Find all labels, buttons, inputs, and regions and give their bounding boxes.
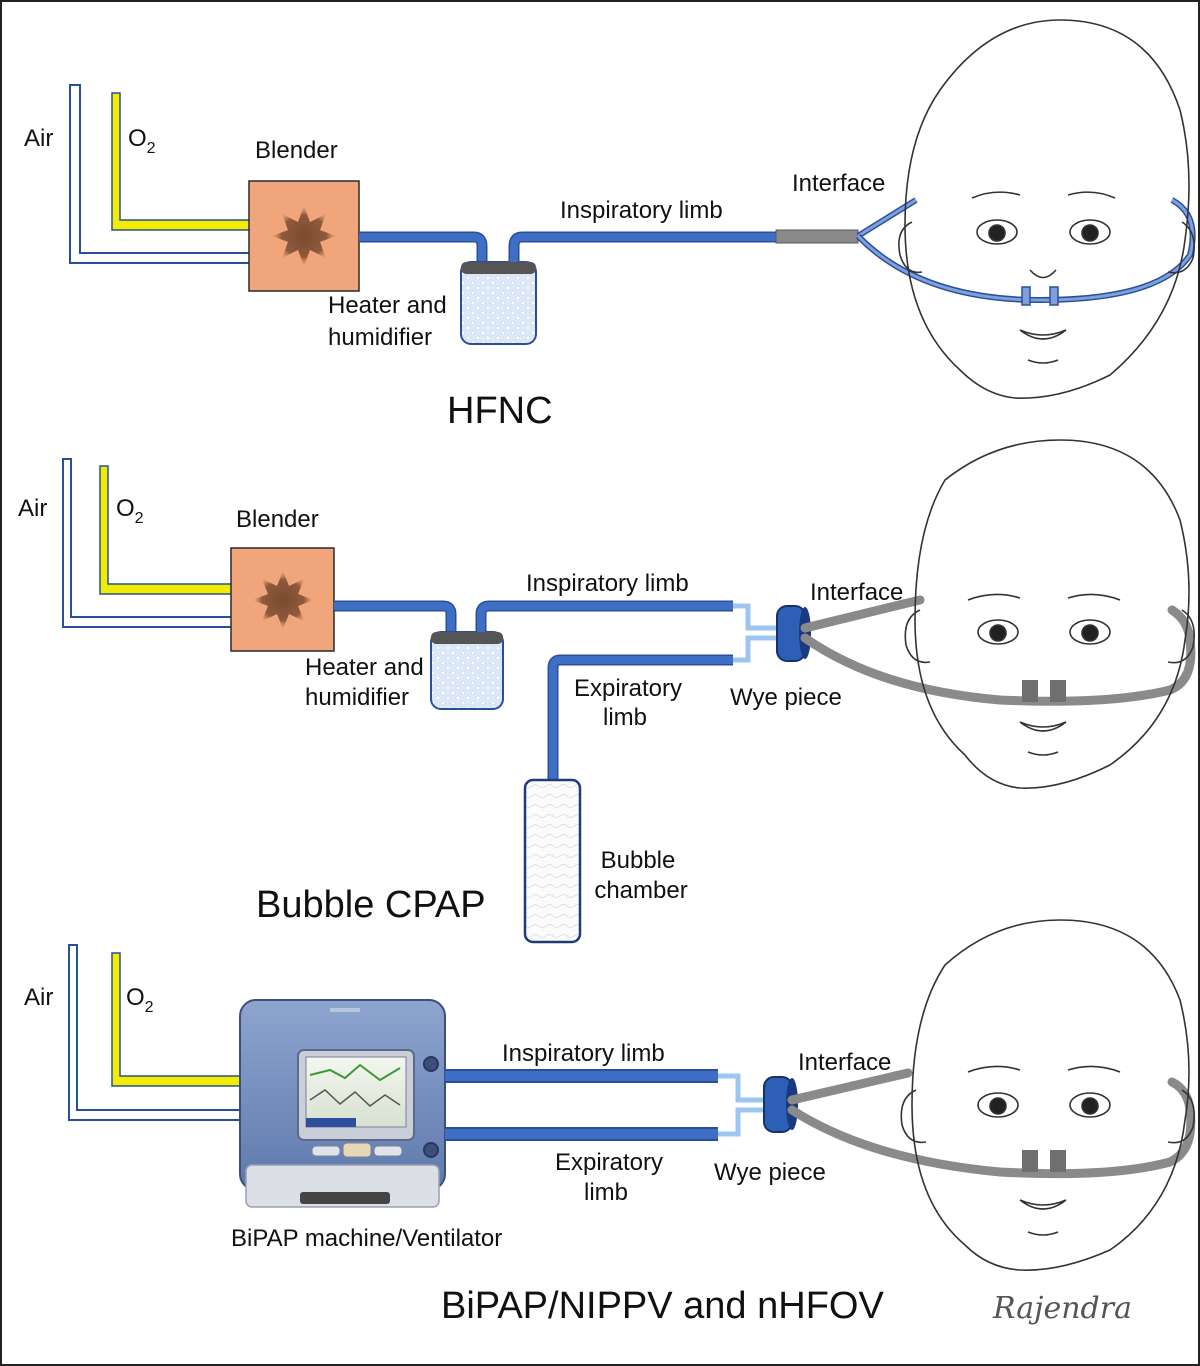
expiratory-limb-label-line1: Expiratory	[555, 1149, 663, 1176]
air-pipe	[69, 84, 251, 264]
interface-tube-upper	[787, 1068, 913, 1105]
nasal-prong-left	[1021, 286, 1031, 306]
blender-label: Blender	[255, 137, 338, 164]
infant-face-1	[898, 19, 1195, 399]
expiratory-limb-label-line2: limb	[584, 1179, 628, 1206]
bipap-machine	[239, 999, 446, 1208]
nasal-prong-left	[1022, 680, 1038, 702]
interface-connector	[775, 229, 859, 244]
blender-box	[248, 180, 360, 292]
wye-connector-cap	[799, 607, 811, 659]
nasal-prong-left	[1022, 1150, 1038, 1172]
infant-face-3	[900, 919, 1195, 1271]
wye-piece-label: Wye piece	[714, 1159, 826, 1186]
bubble-chamber-label-line2: chamber	[594, 877, 687, 904]
inspiratory-limb-label: Inspiratory limb	[526, 570, 689, 597]
section-title-bipap: BiPAP/NIPPV and nHFOV	[441, 1285, 884, 1327]
humidifier-lid	[461, 262, 536, 274]
interface-label: Interface	[810, 579, 903, 606]
expiratory-limb-label-line1: Expiratory	[574, 675, 682, 702]
humidifier-lid	[431, 632, 503, 644]
air-label: Air	[18, 495, 47, 522]
humidifier-label-line1: Heater and	[305, 654, 424, 681]
interface-tube-upper	[800, 595, 925, 633]
o2-label: O2	[128, 125, 156, 157]
nasal-cannula	[856, 198, 1195, 302]
machine-port-top-icon	[423, 1056, 439, 1072]
air-pipe	[68, 944, 248, 1121]
o2-label: O2	[116, 495, 144, 527]
section-bubble-cpap: Air O2 Blender Heater and humidifier Ins…	[18, 439, 1196, 944]
section-bipap: Air O2 BiPAP machine/Ventilator Inspirat…	[24, 919, 1196, 1327]
nasal-prong-right	[1050, 680, 1066, 702]
air-label: Air	[24, 125, 53, 152]
blender-dial-icon	[253, 571, 313, 629]
humidifier-label-line1: Heater and	[328, 292, 447, 319]
air-pipe	[62, 458, 233, 628]
humidifier-label-line2: humidifier	[328, 324, 432, 351]
tube-blender-humidifier	[359, 233, 486, 262]
artist-signature: Rajendra	[992, 1291, 1132, 1326]
interface-label: Interface	[798, 1049, 891, 1076]
bubble-chamber-label-line1: Bubble	[601, 847, 676, 874]
bubble-chamber	[523, 778, 582, 944]
section-hfnc: Air O2 Blender Heater and humidifier Ins…	[24, 19, 1196, 432]
infant-face-2	[904, 439, 1195, 789]
nasal-prong-right	[1049, 286, 1059, 306]
o2-pipe	[99, 465, 233, 595]
nasal-prong-right	[1050, 1150, 1066, 1172]
o2-label: O2	[126, 984, 154, 1016]
interface-label: Interface	[792, 170, 885, 197]
inspiratory-limb-label: Inspiratory limb	[502, 1040, 665, 1067]
humidifier-label-line2: humidifier	[305, 684, 409, 711]
o2-pipe	[111, 92, 251, 231]
air-label: Air	[24, 984, 53, 1011]
blender-label: Blender	[236, 506, 319, 533]
section-title-bubble-cpap: Bubble CPAP	[256, 884, 486, 926]
machine-port-bottom-icon	[423, 1142, 439, 1158]
expiratory-limb-label-line2: limb	[603, 704, 647, 731]
tube-blender-humidifier	[334, 602, 455, 632]
humidifier-chamber	[460, 261, 537, 345]
inspiratory-limb-tube	[477, 602, 733, 632]
interface-tube-lower	[787, 1077, 1196, 1179]
wye-piece-label: Wye piece	[730, 684, 842, 711]
wye-piece-tube	[718, 1073, 765, 1137]
o2-pipe	[111, 952, 248, 1087]
inspiratory-limb-label: Inspiratory limb	[560, 197, 723, 224]
machine-label: BiPAP machine/Ventilator	[231, 1225, 502, 1252]
section-title-hfnc: HFNC	[447, 390, 553, 432]
interface-tube-lower	[800, 605, 1196, 706]
inspiratory-limb-tube	[510, 233, 776, 262]
blender-dial-icon	[272, 206, 336, 266]
expiratory-limb-tube	[549, 656, 733, 835]
wye-piece-tube	[733, 603, 778, 663]
